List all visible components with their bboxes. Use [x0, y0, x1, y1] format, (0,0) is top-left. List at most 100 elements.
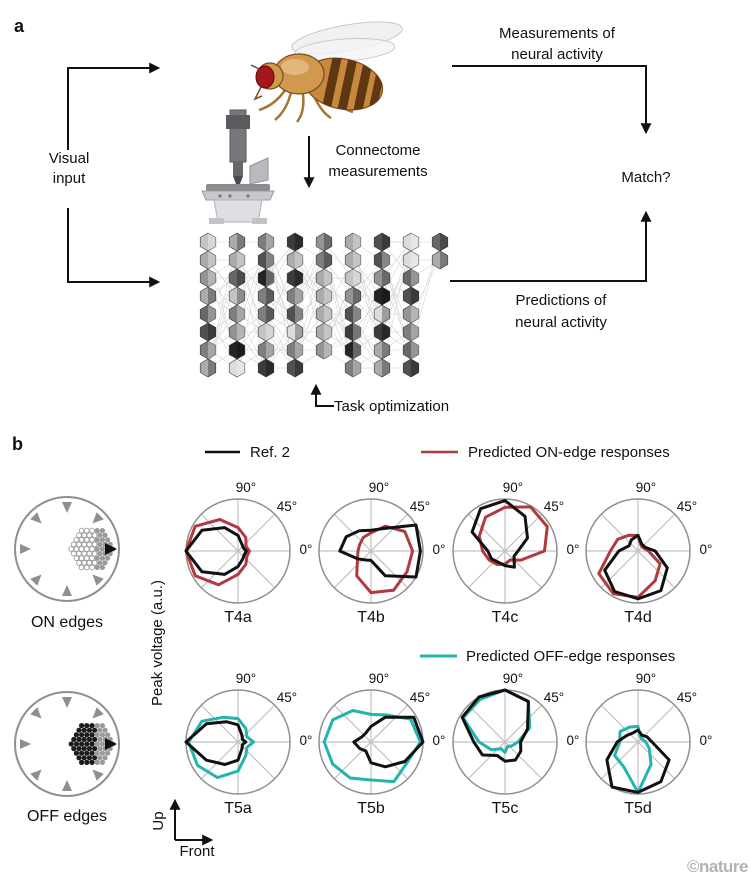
- ommatidia-dot: [94, 555, 100, 561]
- hex-node-shade: [411, 359, 419, 377]
- ommatidia-dot: [91, 559, 98, 566]
- ommatidia-dot: [94, 750, 100, 756]
- hex-node-shade: [353, 287, 361, 305]
- ommatidia-dot: [97, 560, 103, 566]
- hex-node-shade: [382, 305, 390, 323]
- polar-plot-T4c: 90°45°0°T4c: [452, 480, 580, 626]
- hex-node-shade: [295, 233, 303, 251]
- ommatidia-dot: [83, 555, 90, 562]
- ommatidia-dot: [105, 555, 111, 561]
- ommatidia-dot: [102, 727, 108, 733]
- electron-microscope-icon: [201, 109, 275, 224]
- ommatidia-dot: [97, 551, 103, 557]
- ommatidia-dot: [84, 750, 90, 756]
- arrow-fly-to-match: [452, 65, 652, 135]
- visual-input-line1: Visual: [49, 150, 90, 167]
- ommatidia-dot: [81, 532, 88, 539]
- ommatidia-dot: [70, 541, 77, 548]
- measurements-label-line1: Measurements of: [499, 25, 616, 42]
- ommatidia-dot: [73, 555, 80, 562]
- ommatidia-dot: [76, 727, 82, 733]
- ommatidia-dot: [102, 755, 108, 761]
- network-edge: [265, 241, 296, 297]
- ommatidia-dot: [81, 746, 87, 752]
- hex-node-shade: [266, 269, 274, 287]
- ommatidia-dot: [89, 527, 95, 534]
- legend-ref-label: Ref. 2: [250, 444, 290, 461]
- arrow-visual-to-fly: [67, 62, 161, 150]
- plot-title: T5c: [492, 800, 519, 817]
- edge-motion-arrowhead: [105, 543, 117, 555]
- angle-tick-45: 45°: [410, 499, 430, 514]
- angle-tick-90: 90°: [236, 480, 256, 495]
- arrow-visual-to-network: [67, 208, 161, 288]
- angle-tick-0: 0°: [567, 733, 580, 748]
- ommatidia-dot: [78, 527, 85, 534]
- hex-node-shade: [295, 341, 303, 359]
- plot-title: T4c: [492, 609, 519, 626]
- ommatidia-dot: [78, 564, 85, 571]
- hex-node-shade: [295, 305, 303, 323]
- ommatidia-dot: [76, 755, 82, 761]
- ommatidia-dot: [99, 750, 105, 756]
- predictions-label-line1: Predictions of: [516, 292, 608, 309]
- tuning-curve-ref: [184, 526, 248, 576]
- task-optimization-label: Task optimization: [334, 398, 449, 415]
- tuning-curve-ref: [470, 499, 529, 569]
- ommatidia-dot: [92, 727, 98, 733]
- hex-node-shade: [382, 233, 390, 251]
- ommatidia-dot: [105, 732, 111, 738]
- hex-node-shade: [266, 287, 274, 305]
- ommatidia-dot: [81, 550, 88, 557]
- ommatidia-dot: [89, 555, 95, 562]
- ommatidia-dot: [81, 727, 87, 733]
- hex-node-shade: [353, 233, 361, 251]
- tuning-curve-ref: [352, 715, 425, 769]
- ommatidia-dot: [99, 546, 105, 552]
- ommatidia-dot: [86, 755, 92, 761]
- hex-node-shade: [266, 251, 274, 269]
- ommatidia-dot: [86, 532, 93, 539]
- ommatidia-dot: [99, 759, 105, 766]
- ommatidia-dot: [79, 723, 85, 729]
- polar-outline: [318, 498, 424, 604]
- network-edge: [207, 259, 238, 315]
- ommatidia-dot: [71, 746, 77, 752]
- ommatidia-dot: [83, 546, 90, 552]
- ommatidia-dot: [81, 755, 87, 761]
- off-edges-label: OFF edges: [27, 808, 107, 825]
- hex-node-shade: [353, 341, 361, 359]
- angle-tick-0: 0°: [567, 542, 580, 557]
- network-edge: [294, 259, 325, 315]
- ommatidia-dot: [99, 528, 105, 534]
- hex-node-shade: [353, 269, 361, 287]
- ommatidia-dot: [81, 541, 88, 548]
- ommatidia-dot: [73, 546, 80, 552]
- ommatidia-dot: [76, 736, 82, 743]
- legend-off-label: Predicted OFF-edge responses: [466, 648, 675, 665]
- tuning-curve-ref: [338, 523, 422, 579]
- ommatidia-dot: [86, 746, 92, 752]
- ommatidia-dot: [89, 536, 95, 543]
- connectome-label-line2: measurements: [328, 163, 427, 180]
- angle-tick-45: 45°: [677, 690, 697, 705]
- match-label: Match?: [621, 169, 670, 186]
- hex-node-shade: [324, 287, 332, 305]
- direction-arrowhead: [30, 574, 42, 586]
- ommatidia-dot: [99, 741, 105, 747]
- polar-plot-T5d: 90°45°0°T5d: [585, 671, 712, 817]
- polar-spoke: [600, 704, 676, 780]
- network-edge: [352, 295, 383, 351]
- hex-node-shade: [295, 251, 303, 269]
- ommatidia-dot: [97, 736, 103, 743]
- ommatidia-dot: [94, 546, 100, 552]
- ommatidia-dot: [86, 736, 92, 743]
- ommatidia-dot: [97, 746, 103, 752]
- direction-arrowhead: [30, 512, 42, 524]
- ommatidia-dot: [99, 555, 105, 561]
- hex-node-shade: [353, 251, 361, 269]
- hex-node: [344, 358, 362, 378]
- network-edge: [294, 241, 325, 297]
